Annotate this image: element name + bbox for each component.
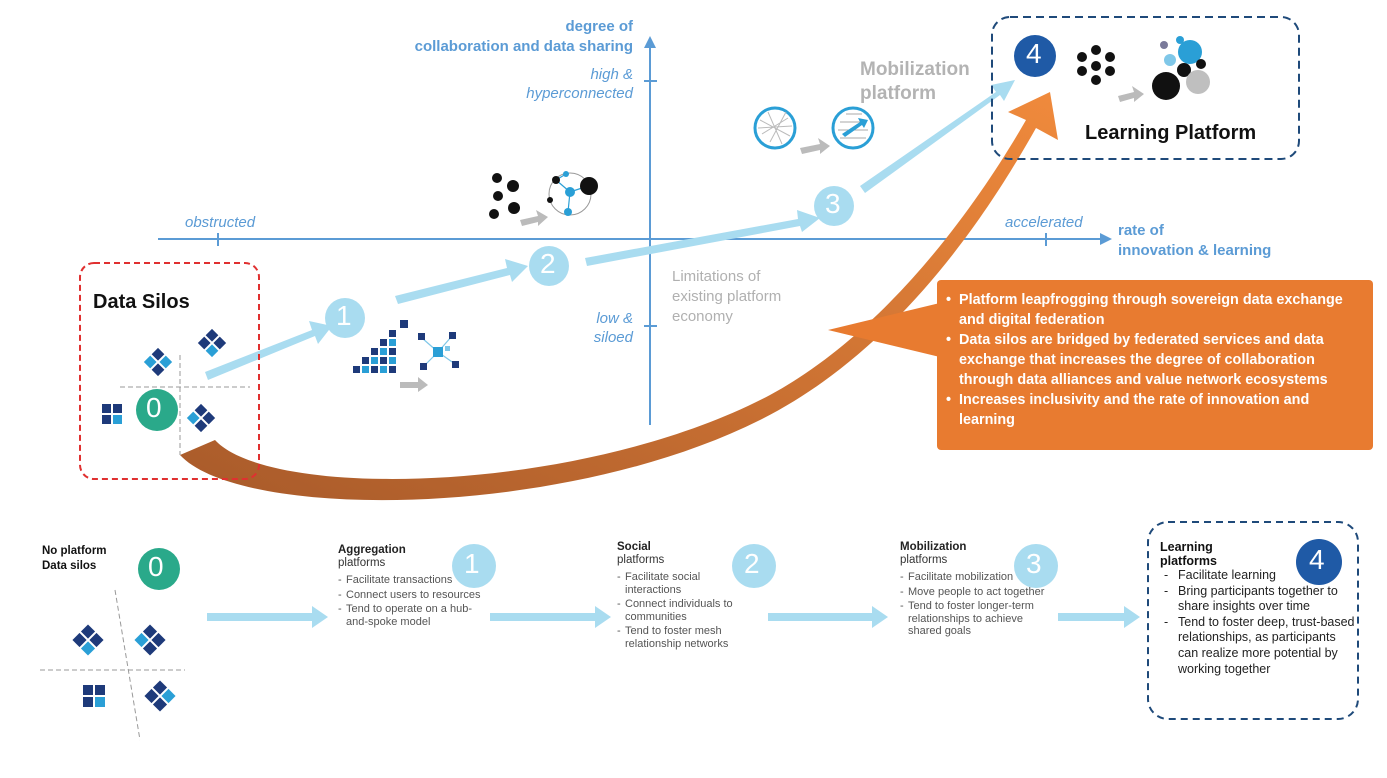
stage-2-number: 2 — [540, 248, 556, 279]
data-silos-title: Data Silos — [93, 291, 190, 313]
callout-bullet: Platform leapfrogging through sovereign … — [946, 290, 1361, 330]
learning-card: Learning platforms Facilitate learning B… — [1160, 540, 1355, 677]
stage-2-circle — [529, 246, 569, 286]
list-item: Bring participants together to share ins… — [1160, 584, 1355, 615]
bottom-stage-3-number: 3 — [1026, 548, 1042, 579]
bottom-stage-0-number: 0 — [148, 551, 164, 582]
x-axis-label: rate of innovation & learning — [1118, 221, 1271, 261]
mobilization-card: Mobilization platforms Facilitate mobili… — [900, 541, 1055, 640]
bottom-stage-4-number: 4 — [1309, 544, 1325, 575]
callout-pointer — [828, 302, 944, 358]
y-high-line2: hyperconnected — [526, 85, 633, 102]
stage-0-number: 0 — [146, 392, 162, 423]
x-axis-arrowhead — [1100, 233, 1112, 245]
list-item: Facilitate mobilization — [900, 571, 1055, 584]
mobilization-title-line2: platforms — [900, 554, 948, 566]
aggregation-card: Aggregation platforms Facilitate transac… — [338, 544, 488, 630]
bottom-learning-box — [1147, 521, 1359, 720]
list-item: Connect individuals to communities — [617, 598, 735, 623]
bottom-stage-1-number: 1 — [464, 548, 480, 579]
stage-1-circle — [325, 298, 365, 338]
x-high-label: accelerated — [1005, 214, 1083, 231]
aggregation-title-line2: platforms — [338, 557, 386, 569]
x-low-label: obstructed — [185, 214, 256, 231]
leapfrog-arrow — [180, 92, 1058, 501]
learning-title-line1: Learning — [1160, 540, 1213, 554]
callout-bullet: Data silos are bridged by federated serv… — [946, 330, 1361, 390]
learning-platform-title: Learning Platform — [1085, 122, 1257, 144]
stage-3-number: 3 — [825, 188, 841, 219]
mobilization-title-line1: Mobilization — [900, 541, 967, 553]
stage-0-circle — [136, 389, 178, 431]
mobilization-list: Facilitate mobilization Move people to a… — [900, 571, 1055, 638]
learning-icon — [1077, 36, 1210, 102]
stage-4-number: 4 — [1026, 38, 1042, 69]
y-low-line1: low & — [596, 310, 633, 327]
stage0-title: No platform Data silos — [42, 544, 107, 574]
callout-list: Platform leapfrogging through sovereign … — [946, 290, 1361, 430]
mobilization-line1: Mobilization — [860, 59, 970, 80]
social-icon — [489, 171, 598, 226]
x-axis-label-line1: rate of — [1118, 222, 1164, 239]
stage-1-number: 1 — [336, 300, 352, 331]
list-item: Facilitate transactions — [338, 574, 486, 587]
y-axis-label-line2: collaboration and data sharing — [414, 38, 633, 55]
data-silos-box — [79, 262, 260, 480]
x-axis-label-line2: innovation & learning — [1118, 242, 1272, 259]
y-axis-label-line1: degree of — [565, 18, 633, 35]
y-axis-label: degree of collaboration and data sharing — [380, 17, 633, 57]
limitations-label: Limitations of existing platform economy — [672, 267, 781, 327]
list-item: Tend to foster mesh relationship network… — [617, 625, 735, 650]
list-item: Connect users to resources — [338, 589, 486, 602]
y-axis-arrowhead — [644, 36, 656, 48]
stage0-title-line1: No platform — [42, 545, 107, 557]
y-low-line2: siloed — [593, 329, 633, 346]
stage-4-circle — [1014, 35, 1056, 77]
list-item: Move people to act together — [900, 586, 1055, 599]
aggregation-list: Facilitate transactions Connect users to… — [338, 574, 486, 628]
aggregation-icon — [353, 320, 459, 392]
stage0-title-line2: Data silos — [42, 560, 97, 572]
bottom-silo-icons — [72, 624, 176, 712]
social-card: Social platforms Facilitate social inter… — [617, 541, 752, 653]
y-high-label: high & hyperconnected — [480, 65, 633, 103]
leapfrog-callout: Platform leapfrogging through sovereign … — [937, 280, 1373, 450]
list-item: Facilitate learning — [1160, 568, 1355, 584]
learning-platform-box — [991, 16, 1300, 160]
bottom-stage-2-number: 2 — [744, 548, 760, 579]
list-item: Tend to foster deep, trust-based relatio… — [1160, 615, 1355, 677]
mobilization-line2: platform — [860, 83, 936, 104]
list-item: Tend to foster longer-term relationships… — [900, 600, 1055, 638]
bottom-flow-arrows — [207, 606, 1140, 628]
stage-circles-top — [136, 35, 1056, 431]
limitations-line1: Limitations of — [672, 268, 761, 285]
callout-bullet: Increases inclusivity and the rate of in… — [946, 390, 1361, 430]
learning-list: Facilitate learning Bring participants t… — [1160, 568, 1355, 677]
learning-title-line2: platforms — [1160, 554, 1217, 568]
limitations-line3: economy — [672, 308, 733, 325]
silo-icons-top — [102, 328, 227, 433]
y-low-label: low & siloed — [560, 309, 633, 347]
progression-arrows-top — [205, 80, 1015, 380]
list-item: Tend to operate on a hub-and-spoke model — [338, 603, 486, 628]
mobilization-platform-label: Mobilization platform — [860, 58, 970, 106]
social-title-line1: Social — [617, 541, 651, 553]
social-list: Facilitate social interactions Connect i… — [617, 571, 735, 651]
social-title-line2: platforms — [617, 554, 665, 566]
y-high-line1: high & — [590, 66, 633, 83]
limitations-line2: existing platform — [672, 288, 782, 305]
stage-3-circle — [814, 186, 854, 226]
aggregation-title-line1: Aggregation — [338, 544, 406, 556]
list-item: Facilitate social interactions — [617, 571, 735, 596]
mobilization-icon — [753, 106, 875, 154]
bottom-silo-divider-v — [114, 589, 141, 741]
